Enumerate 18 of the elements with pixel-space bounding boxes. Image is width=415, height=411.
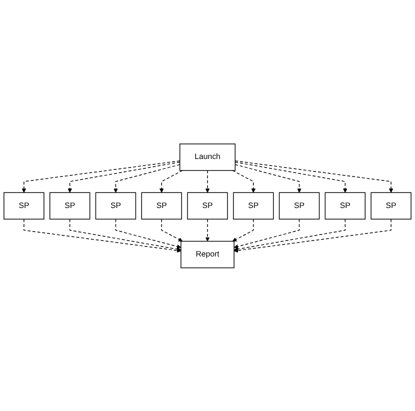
arrow [159,170,183,192]
arrow [115,218,182,248]
arrow [205,170,210,192]
arrow [24,218,182,252]
arrow [69,218,182,251]
arrow [234,218,346,251]
arrow [161,218,183,242]
arrow [114,164,180,192]
arrow [234,164,302,192]
arrow [234,160,394,192]
arrow [234,218,392,252]
arrow [68,161,180,192]
arrow [232,170,256,192]
arrow [234,161,348,192]
arrow [205,218,210,242]
arrow [22,160,180,192]
arrow [234,218,300,248]
arrow [232,218,254,242]
